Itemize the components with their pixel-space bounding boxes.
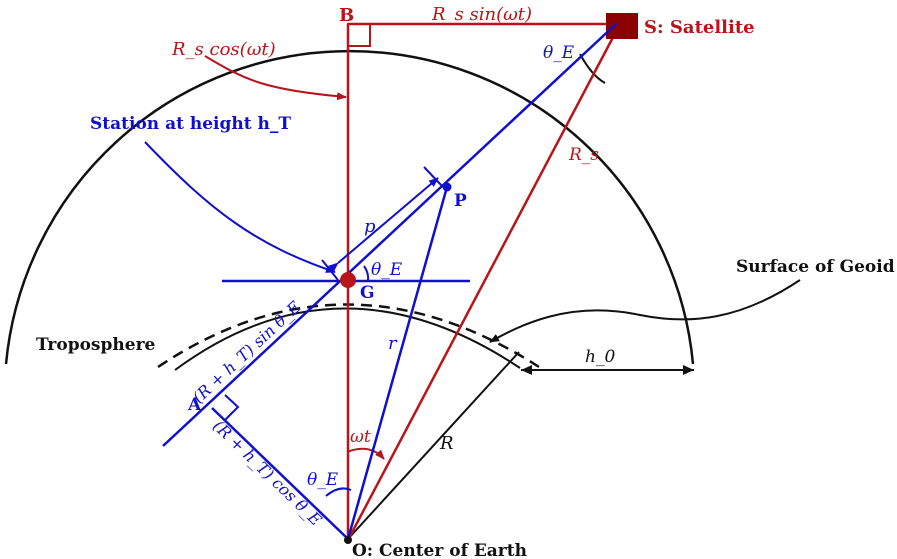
label-center-of-earth: O: Center of Earth (352, 541, 527, 559)
p-dimension-line (328, 177, 439, 272)
label-a: A (187, 395, 202, 415)
label-satellite: S: Satellite (644, 17, 755, 38)
theta-e-satellite-angle-arc (579, 53, 606, 84)
troposphere-boundary-arc (4, 49, 695, 365)
ao-line (211, 407, 349, 540)
rs-cos-pointer-curve (204, 55, 347, 101)
label-b: B (339, 5, 354, 26)
label-omega-t: ωt (350, 427, 371, 447)
label-r-small: r (388, 333, 398, 354)
label-h0: h_0 (585, 347, 615, 367)
label-p-length: p (364, 216, 376, 237)
label-g: G (360, 283, 375, 303)
point-p-dot (442, 182, 452, 192)
center-earth-dot (344, 536, 352, 544)
label-rs-cos: R_s cos(ωt) (171, 39, 276, 60)
rs-line (346, 23, 622, 541)
label-theta-e-satellite: θ_E (543, 43, 575, 63)
label-theta-e-o: θ_E (307, 470, 339, 490)
label-troposphere: Troposphere (36, 335, 156, 355)
ground-station-dot (340, 272, 356, 288)
omega-t-angle-arc (346, 447, 385, 460)
satellite-icon (606, 13, 638, 39)
label-big-r: R (439, 433, 454, 454)
earth-surface-arc (174, 307, 521, 371)
station-pointer-curve (144, 141, 336, 273)
h0-arrow-left (521, 365, 532, 375)
p-tick-top (423, 166, 443, 187)
label-surface-of-geoid: Surface of Geoid (736, 257, 895, 277)
label-sin-segment: (R + h_T) sin θ_E (189, 297, 305, 407)
geoid-pointer-curve (489, 279, 801, 343)
label-theta-e-g: θ_E (371, 260, 403, 280)
radius-r-line (347, 351, 520, 540)
label-station: Station at height h_T (90, 114, 291, 134)
label-rs-sin: R_s sin(ωt) (431, 4, 532, 25)
h0-arrow-right (683, 365, 694, 375)
right-angle-marker-a (224, 394, 240, 421)
label-p: P (454, 191, 467, 211)
theta-e-o-angle-arc (325, 487, 352, 497)
label-rs: R_s (568, 145, 599, 165)
right-angle-marker-b (347, 23, 371, 47)
theta-e-g-angle-arc (363, 265, 370, 282)
line-of-sight-a-s (162, 23, 617, 447)
